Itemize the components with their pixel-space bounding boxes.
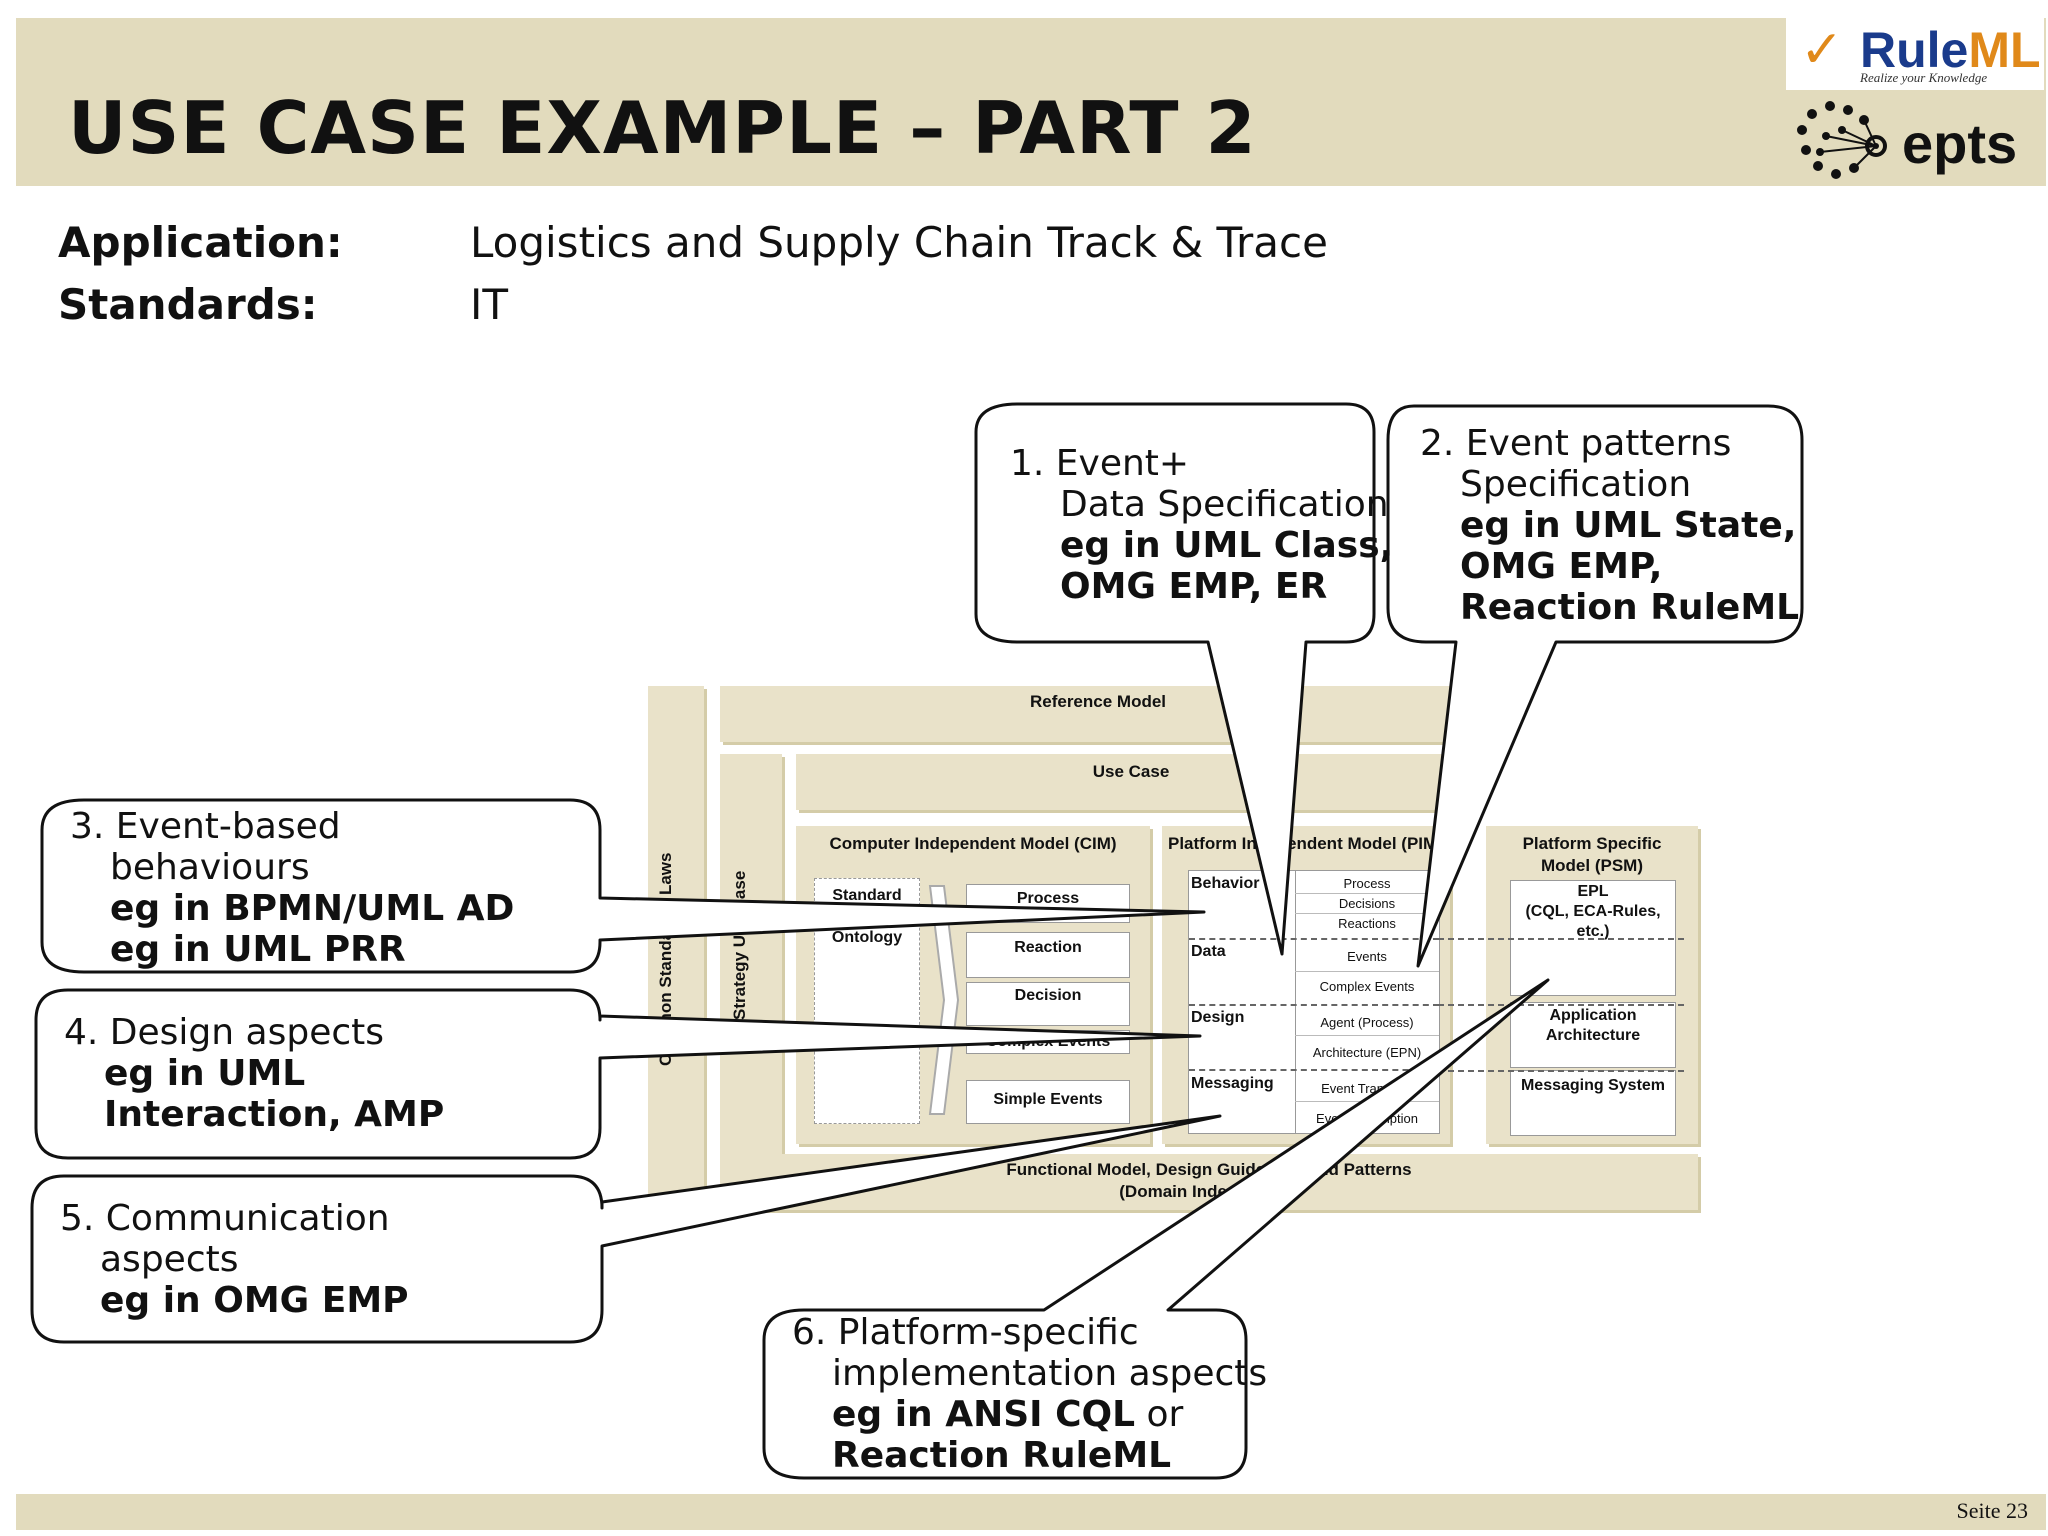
pim-row-sep	[1189, 1069, 1439, 1071]
label-cim: Computer Independent Model (CIM)	[829, 834, 1117, 853]
callout-1: 1. Event+ Data Specification eg in UML C…	[1010, 443, 1394, 607]
callout-5: 5. Communication aspects eg in OMG EMP	[60, 1198, 409, 1321]
panel-reference-model	[720, 686, 1456, 742]
pim-item: Complex Events	[1319, 979, 1415, 994]
panel-strategy-use-case	[720, 754, 782, 1210]
pim-divider	[1295, 871, 1296, 1133]
pim-row-data: Data	[1191, 943, 1226, 960]
epts-logo: epts	[1790, 96, 2040, 188]
ruleml-check-icon: ✓	[1800, 20, 1844, 80]
footer-band	[16, 1494, 2046, 1530]
panel-common-standards	[648, 686, 704, 1210]
pim-item: Events	[1347, 949, 1387, 964]
application-label: Application:	[58, 218, 343, 267]
standards-value: IT	[470, 280, 509, 329]
callout-2: 2. Event patterns Specification eg in UM…	[1420, 423, 1800, 628]
header-band	[16, 18, 2046, 186]
epts-wordmark: epts	[1902, 112, 2018, 175]
label-app-arch: Application	[1549, 1007, 1637, 1024]
label-epl-detail: etc.)	[1576, 923, 1610, 940]
slide-title: USE CASE EXAMPLE – PART 2	[68, 86, 1257, 170]
label-app-arch: Architecture	[1545, 1027, 1641, 1044]
epts-dots-icon	[1797, 101, 1887, 179]
psm-application-architecture-box: Application Architecture	[1510, 1002, 1676, 1068]
callout-6: 6. Platform-specific implementation aspe…	[792, 1312, 1268, 1476]
label-pim: Platform Independent Model (PIM)	[1168, 834, 1443, 853]
callout-3: 3. Event-based behaviours eg in BPMN/UML…	[70, 806, 515, 970]
callout-6-bubble	[762, 978, 1550, 1480]
pim-item: Decisions	[1338, 896, 1396, 911]
pim-row-behavior: Behavior	[1191, 875, 1260, 892]
pim-item: Reactions	[1338, 916, 1396, 931]
label-use-case: Use Case	[1092, 762, 1170, 781]
callout-4: 4. Design aspects eg in UML Interaction,…	[64, 1012, 445, 1135]
pim-item: Process	[1343, 876, 1391, 891]
ruleml-tagline: Realize your Knowledge	[1860, 70, 1988, 85]
cim-arrow-icon	[928, 885, 960, 1115]
callout-1-bubble	[974, 402, 1376, 956]
label-reference-model: Reference Model	[1029, 692, 1167, 711]
callout-2-bubble	[1386, 404, 1804, 968]
label-psm-line2: Model (PSM)	[1541, 856, 1643, 875]
cim-decision-box: Decision	[966, 982, 1130, 1026]
pim-item: Agent (Process)	[1320, 1015, 1414, 1030]
page-number: Seite 23	[1956, 1498, 2029, 1523]
ruleml-logo: ✓ RuleML Realize your Knowledge	[1786, 12, 2044, 90]
pim-row-design: Design	[1191, 1009, 1245, 1026]
pim-row-sep	[1189, 938, 1439, 940]
label-standard: Standard	[832, 887, 902, 904]
ruleml-wordmark: RuleML	[1860, 22, 2041, 78]
cim-reaction-box: Reaction	[966, 932, 1130, 978]
label-psm-line1: Platform Specific	[1522, 834, 1662, 853]
label-epl-detail: (CQL, ECA-Rules,	[1525, 903, 1661, 920]
cim-simple-events-box: Simple Events	[966, 1080, 1130, 1124]
callout-5-bubble	[30, 1114, 1222, 1344]
label-ontology: Ontology	[831, 929, 903, 946]
label-messaging-system: Messaging System	[1520, 1077, 1666, 1094]
pim-row-messaging: Messaging	[1191, 1075, 1274, 1092]
callout-3-bubble	[40, 798, 1206, 974]
label-epl: EPL	[1577, 883, 1609, 900]
application-value: Logistics and Supply Chain Track & Trace	[470, 218, 1328, 267]
pim-item: Architecture (EPN)	[1312, 1045, 1422, 1060]
panel-use-case	[796, 754, 1456, 810]
standards-label: Standards:	[58, 280, 318, 329]
psm-messaging-system-box: Messaging System	[1510, 1070, 1676, 1136]
pim-row-sep	[1189, 1004, 1439, 1006]
callout-4-bubble	[34, 988, 1202, 1160]
